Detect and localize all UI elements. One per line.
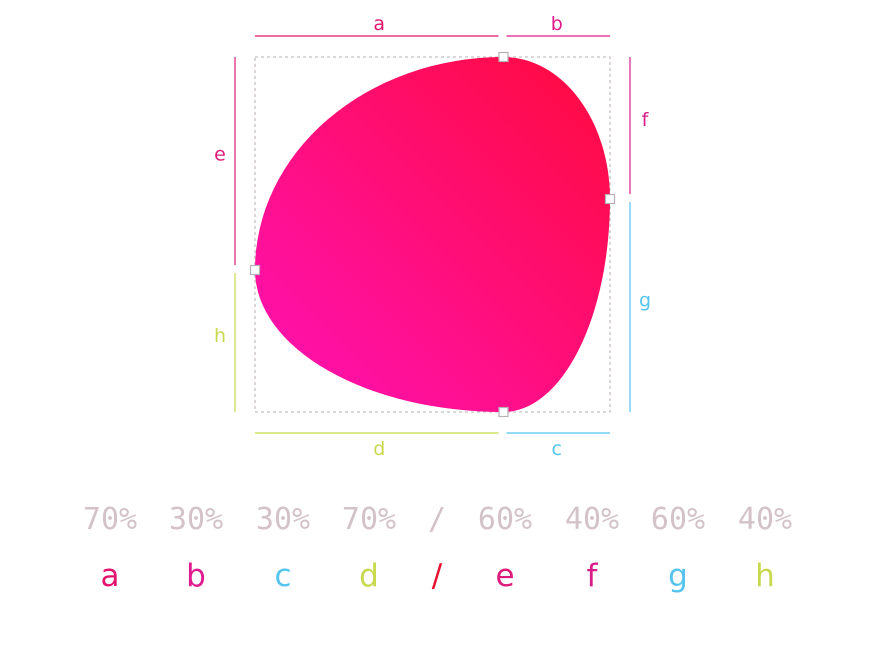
handle-right[interactable] (604, 193, 616, 205)
label-c: c (552, 438, 562, 460)
letter-g: g (668, 558, 688, 594)
rounded-blob-shape (254, 57, 610, 412)
letter-h: h (755, 558, 775, 594)
label-b: b (551, 13, 563, 35)
value-f: 40% (564, 502, 620, 537)
label-d: d (373, 438, 385, 460)
value-g: 60% (650, 502, 706, 537)
label-e: e (214, 144, 226, 166)
letter-e: e (495, 558, 515, 594)
label-g: g (639, 290, 651, 312)
value-a: 70% (82, 502, 138, 537)
value-slash: / (427, 502, 447, 537)
radius-letters-row: a b c d / e f g h (0, 558, 880, 598)
letter-slash: / (431, 558, 443, 594)
value-b: 30% (168, 502, 224, 537)
label-h: h (214, 325, 226, 347)
value-e: 60% (477, 502, 533, 537)
value-c: 30% (255, 502, 311, 537)
handle-left[interactable] (249, 264, 261, 276)
value-d: 70% (341, 502, 397, 537)
radius-values-row: 70% 30% 30% 70% / 60% 40% 60% 40% (0, 502, 880, 542)
letter-c: c (274, 558, 292, 594)
value-h: 40% (737, 502, 793, 537)
bounding-box (254, 56, 611, 413)
letter-d: d (359, 558, 379, 594)
letter-a: a (100, 558, 120, 594)
label-f: f (642, 109, 650, 131)
letter-b: b (186, 558, 206, 594)
border-radius-diagram: a b c d e f g h (214, 13, 651, 460)
label-a: a (373, 13, 385, 35)
letter-f: f (586, 558, 598, 594)
handle-bottom[interactable] (498, 406, 509, 418)
handle-top[interactable] (498, 51, 509, 63)
